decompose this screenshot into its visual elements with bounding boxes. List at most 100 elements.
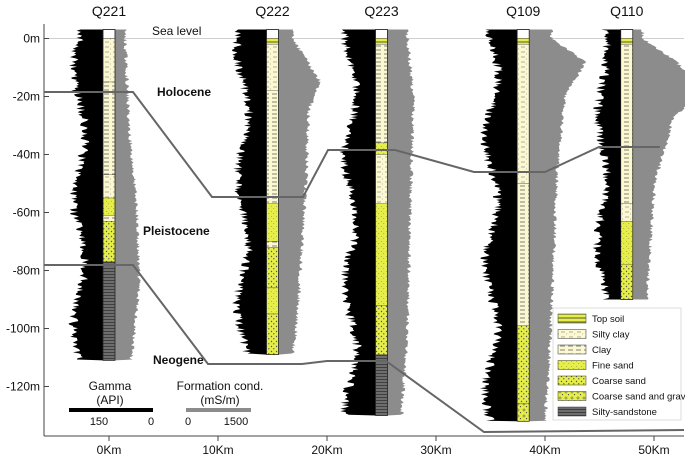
lithology-layer [102, 38, 116, 83]
conductivity-scale: Formation cond. (mS/m) 0 1500 [177, 379, 264, 428]
lithology-layer [517, 183, 530, 326]
lithology-layer [102, 197, 116, 216]
lithology-layer [375, 154, 388, 204]
lithology-layer [375, 142, 388, 155]
legend-swatch-topsoil [557, 313, 587, 324]
distance-tick-label: 40Km [529, 443, 560, 457]
depth-axis: 0m -20m -40m -60m -80m -100m -120m [6, 32, 49, 394]
distance-tick-label: 30Km [420, 443, 451, 457]
distance-tick-label: 20Km [311, 443, 342, 457]
lithology-layer [102, 215, 116, 222]
depth-tick-label: -120m [6, 380, 40, 394]
depth-tick-label: 0m [23, 32, 40, 46]
gamma-scale-left: 150 [90, 416, 108, 428]
well-collar [620, 29, 634, 39]
lithology-layer [620, 221, 633, 265]
well-id-label: Q221 [92, 3, 126, 19]
distance-tick-label: 10Km [202, 443, 233, 457]
lithology-layer [620, 44, 633, 204]
well-id-label: Q223 [364, 3, 398, 19]
gamma-ray-log-q223 [339, 29, 376, 416]
lithology-column-outline [375, 29, 388, 416]
legend-swatch-sandstone [557, 406, 587, 417]
depth-tick-label: -100m [6, 322, 40, 336]
well-id-label: Q222 [255, 3, 289, 19]
lithology-layer [266, 313, 279, 355]
legend-swatch-finesand [557, 360, 587, 370]
lithology-layer [102, 81, 116, 175]
lithology-layer [102, 261, 116, 361]
conductivity-log-q109 [529, 29, 586, 422]
gamma-scale-right: 0 [148, 416, 154, 428]
depth-tick-label: -20m [13, 90, 40, 104]
conductivity-log-q221 [115, 29, 141, 361]
well-id-label: Q110 [610, 3, 643, 19]
legend-item-clay: Clay [557, 344, 611, 356]
lithology-layer [375, 203, 388, 306]
lithology-layer [517, 403, 530, 422]
well-collar [266, 29, 279, 39]
pleistocene-label: Pleistocene [143, 224, 210, 238]
well-q221: Q221 [68, 3, 141, 361]
legend-swatch-coarsesand [557, 375, 587, 386]
distance-tick-label: 50Km [638, 443, 669, 457]
well-q109: Q109 [479, 3, 586, 422]
gamma-ray-log-q222 [231, 29, 267, 355]
conductivity-scale-title: Formation cond. [177, 379, 264, 393]
well-collar [516, 29, 530, 39]
legend-swatch-clay [557, 344, 587, 355]
legend-item-finesand: Fine sand [557, 360, 634, 372]
legend-label-siltyclay: Silty clay [592, 330, 630, 341]
lithology-layer [266, 247, 279, 289]
stratigraphic-boundaries [44, 91, 685, 434]
lithology-column-outline [620, 29, 634, 300]
depth-tick-label: -60m [13, 206, 40, 220]
lithology-layer [375, 38, 388, 45]
gamma-ray-log-q110 [592, 29, 621, 300]
legend-label-sandstone: Silty-sandstone [592, 407, 657, 418]
distance-tick-label: 0Km [97, 443, 122, 457]
gamma-scale: Gamma (API) 150 0 [69, 379, 154, 428]
lithology-layer [517, 44, 530, 184]
legend-label-coarsesand: Coarse sand [592, 376, 646, 387]
well-collar [375, 29, 388, 39]
sea-level-label: Sea level [152, 24, 201, 38]
conductivity-scale-unit: (mS/m) [200, 393, 239, 407]
well-q222: Q222 [231, 3, 321, 355]
lithology-layer [620, 203, 633, 222]
lithology-column-outline [102, 29, 116, 361]
conductivity-scale-left: 0 [185, 416, 191, 428]
lithology-column-outline [266, 29, 279, 355]
conductivity-log-q223 [387, 29, 416, 416]
well-q223: Q223 [339, 3, 416, 416]
well-logs: Q221 Q222 Q223 Q109 Q110 [68, 3, 685, 422]
gamma-ray-log-q109 [479, 29, 518, 422]
lithology-column-outline [516, 29, 530, 422]
distance-axis: 0Km 10Km 20Km 30Km 40Km 50Km [97, 436, 670, 457]
lithology-layer [266, 203, 279, 242]
holocene-base-boundary [44, 91, 660, 198]
lithology-layer [266, 287, 279, 315]
conductivity-log-q222 [278, 29, 321, 355]
lithology-layer [375, 305, 388, 355]
lithology-layer [266, 241, 279, 248]
lithology-layer [375, 44, 388, 144]
neogene-label: Neogene [153, 353, 204, 367]
gamma-scale-unit: (API) [96, 393, 123, 407]
legend-label-topsoil: Top soil [592, 314, 624, 325]
legend-item-sandstone: Silty-sandstone [557, 406, 657, 418]
depth-tick-label: -40m [13, 148, 40, 162]
lithology-layer [375, 354, 388, 416]
legend-item-coarsesand: Coarse sand [557, 375, 646, 387]
legend-item-topsoil: Top soil [557, 313, 624, 325]
legend-swatch-gravel [557, 391, 587, 401]
well-id-label: Q109 [506, 3, 540, 19]
lithology-layer [266, 90, 279, 204]
lithology-layer [517, 38, 530, 45]
gamma-scale-title: Gamma [89, 379, 132, 393]
lithology-layer [517, 325, 530, 405]
well-q110: Q110 [592, 3, 685, 300]
depth-tick-label: -80m [13, 264, 40, 278]
